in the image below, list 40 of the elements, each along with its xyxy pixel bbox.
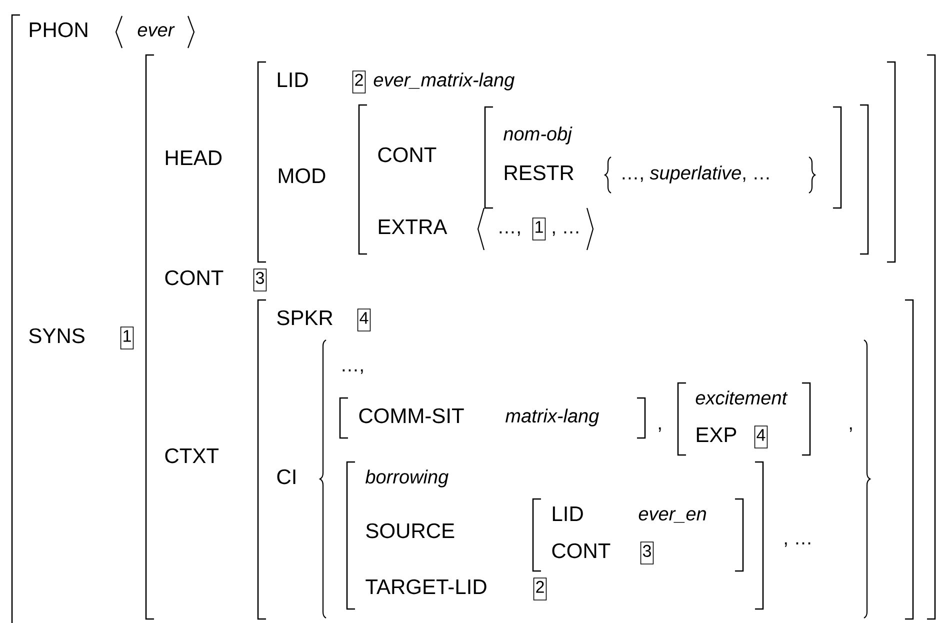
feature-name: CONT — [378, 147, 436, 162]
tag-box: 2 — [352, 70, 366, 94]
type-value: nom-obj — [504, 126, 572, 144]
feature-name: SPKR — [277, 310, 332, 326]
tag-box: 1 — [120, 326, 134, 350]
feature-name: SYNS — [29, 328, 84, 344]
tag-box: 2 — [533, 578, 547, 600]
tag-box: 4 — [357, 308, 371, 332]
feature-name: COMM-SIT — [359, 408, 464, 424]
tag-box: 3 — [640, 542, 654, 564]
feature-name: CTXT — [165, 448, 219, 464]
feature-name: LID — [552, 506, 583, 521]
tag-box: 3 — [253, 268, 267, 292]
type-value: excitement — [696, 390, 788, 405]
type-value: borrowing — [365, 470, 448, 488]
feature-name: PHON — [30, 22, 88, 38]
list-text: …, — [342, 369, 363, 374]
type-value: ever_matrix-lang — [374, 72, 515, 90]
list-text: …, superlative, … — [622, 166, 769, 184]
type-value: ever — [138, 26, 175, 37]
list-text: , — [850, 427, 852, 432]
feature-name: CI — [277, 469, 296, 484]
feature-name: HEAD — [166, 150, 222, 165]
type-value: matrix-lang — [506, 408, 599, 426]
feature-name: CONT — [552, 543, 610, 558]
feature-name: CONT — [165, 270, 224, 286]
list-text: …, — [500, 231, 520, 236]
list-text: , — [658, 427, 661, 432]
type-value: ever_en — [638, 510, 706, 523]
feature-name: TARGET-LID — [366, 579, 486, 594]
tag-box: 4 — [754, 426, 768, 448]
list-text: , … — [784, 542, 810, 547]
feature-name: MOD — [278, 168, 326, 184]
feature-name: SOURCE — [366, 523, 454, 538]
feature-name: RESTR — [504, 165, 574, 180]
feature-name: EXP — [696, 428, 736, 442]
feature-name: LID — [278, 72, 308, 87]
feature-name: EXTRA — [378, 220, 448, 234]
list-text: , … — [552, 231, 578, 236]
tag-box: 1 — [532, 218, 546, 240]
